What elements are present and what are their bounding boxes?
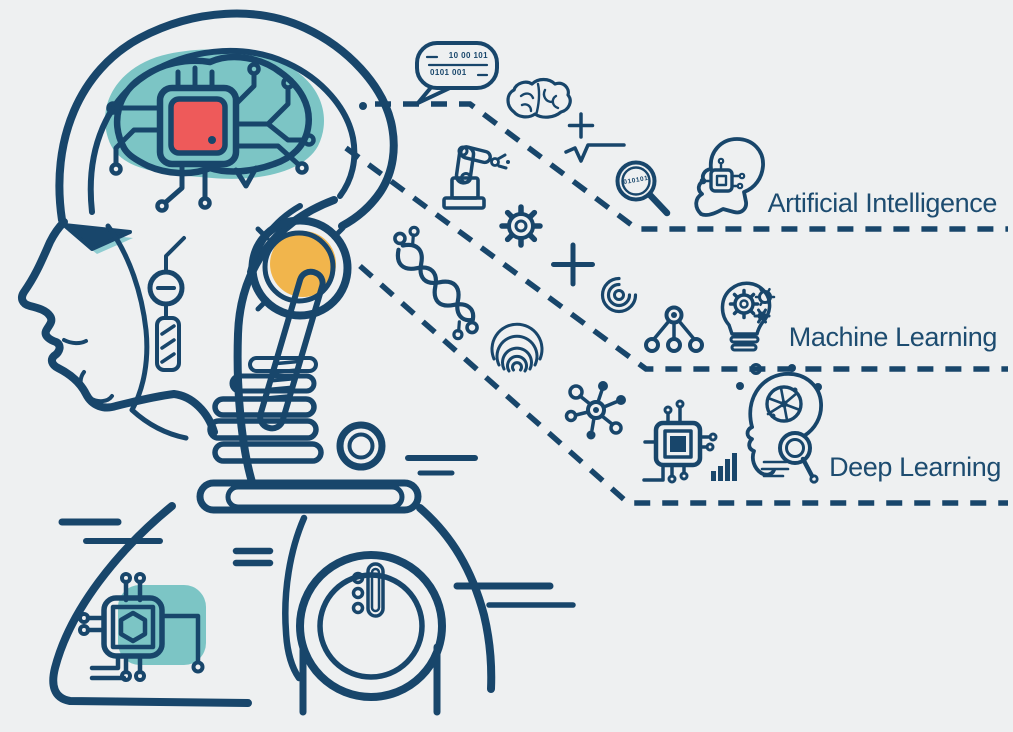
speech-bubble-line1: 10 00 101 xyxy=(448,51,488,60)
robot-body xyxy=(49,455,576,716)
dashed-connectors xyxy=(344,101,1008,506)
molecule-network-icon xyxy=(564,381,626,440)
cheek-circuit xyxy=(147,236,186,372)
cranium-inner-line xyxy=(87,47,358,215)
shoulder-chip-icon xyxy=(78,572,206,682)
brain-icon xyxy=(506,77,572,119)
spiral-icon xyxy=(600,276,638,314)
speed-lines xyxy=(58,455,576,608)
cpu-chip-core xyxy=(168,96,228,156)
collar xyxy=(196,479,422,514)
cpu-chip-icon xyxy=(156,84,240,168)
gear-icon xyxy=(499,204,543,248)
square-root-icon xyxy=(564,143,626,163)
plus-icon-small xyxy=(567,112,595,139)
head-with-gears-icon xyxy=(736,363,823,484)
connector-machine-learning xyxy=(344,145,1008,372)
label-artificial-intelligence: Artificial Intelligence xyxy=(767,188,998,218)
cranium-dot xyxy=(359,102,367,110)
plus-icon-large xyxy=(551,242,595,287)
neck-coils xyxy=(207,356,324,464)
fingerprint-icon xyxy=(490,322,544,373)
bulb-with-gears-icon xyxy=(720,281,776,352)
microchip-icon xyxy=(642,399,718,484)
chest-port xyxy=(296,551,446,701)
label-deep-learning: Deep Learning xyxy=(829,452,1001,482)
robot-arm-icon xyxy=(442,145,510,210)
node-tree-icon xyxy=(644,305,704,353)
bar-chart-icon xyxy=(711,453,737,481)
speech-bubble-binary-icon xyxy=(415,41,499,105)
connector-deep-learning xyxy=(358,263,1008,506)
face-profile xyxy=(18,218,218,441)
dna-helix-icon xyxy=(393,225,479,341)
equals-sign xyxy=(232,547,274,567)
cranium-outline xyxy=(55,9,398,230)
magnifier-binary-icon xyxy=(615,160,671,217)
speech-bubble-line2: 0101 001 xyxy=(430,68,467,77)
brain-circuit xyxy=(106,53,316,213)
label-machine-learning: Machine Learning xyxy=(788,322,998,352)
robot-head xyxy=(18,9,422,514)
head-with-chip-icon xyxy=(694,137,765,217)
arm-joint xyxy=(336,421,386,471)
connector-artificial-intelligence xyxy=(375,101,1008,232)
